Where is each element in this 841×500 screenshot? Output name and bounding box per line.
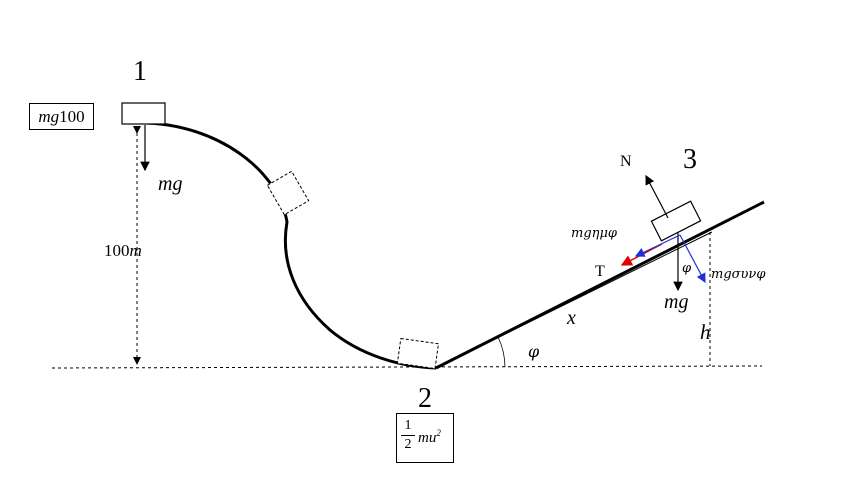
kinetic-energy-term: mu2 (418, 428, 441, 447)
distance-label: x (566, 307, 576, 329)
kinetic-energy-box: 1 2 mu2 (396, 413, 454, 463)
potential-energy-height: 100 (59, 107, 85, 126)
block-1 (121, 102, 166, 125)
kinetic-energy-exponent: 2 (436, 428, 441, 438)
perpendicular-component-arrow (679, 234, 706, 284)
perpendicular-component-label: mgσυνφ (711, 267, 766, 282)
height-label-right: h (700, 320, 711, 344)
point-2-label: 2 (418, 383, 432, 414)
kinetic-energy-fraction: 1 2 (401, 417, 415, 454)
fraction-numerator: 1 (401, 417, 415, 436)
fraction-denominator: 2 (404, 437, 412, 452)
tension-arrow (620, 243, 663, 266)
weight-label-left: mg (158, 173, 182, 195)
incline-reference (435, 231, 713, 369)
tension-label: T (595, 263, 605, 280)
height-value: 100 (104, 241, 130, 260)
angle-arc (497, 336, 506, 368)
normal-arrow (645, 174, 669, 219)
parallel-component-label: mgημφ (571, 226, 618, 241)
potential-energy-box: mg100 (29, 103, 94, 130)
block-mid-dashed (266, 170, 310, 216)
normal-label: N (620, 153, 632, 170)
kinetic-energy-mass: mu (418, 430, 437, 446)
height-label-left: 100m (104, 241, 142, 260)
block-2-dashed (396, 337, 440, 370)
ground-line (51, 365, 763, 369)
parallel-component-arrow (634, 234, 681, 257)
small-angle-label: φ (682, 261, 692, 276)
block-3 (650, 200, 702, 242)
weight-label-right: mg (664, 291, 688, 313)
point-3-label: 3 (683, 144, 697, 175)
curved-track (145, 121, 437, 370)
angle-label: φ (528, 342, 540, 361)
incline (435, 200, 765, 370)
point-1-label: 1 (133, 56, 147, 87)
potential-energy-coef: mg (38, 107, 60, 126)
height-unit: m (130, 241, 142, 260)
